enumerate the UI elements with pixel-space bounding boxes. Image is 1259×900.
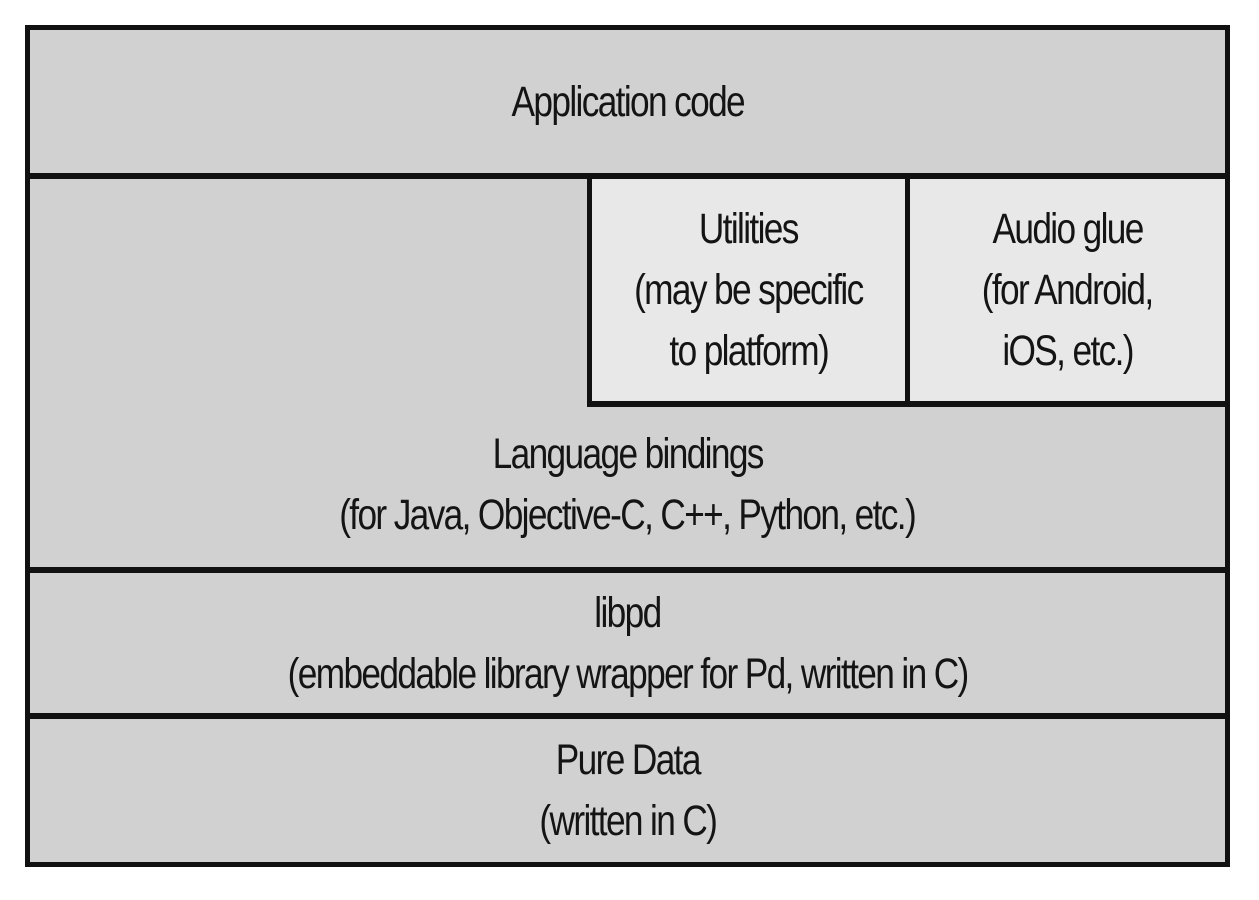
pure-data-layer: Pure Data (written in C) [30,719,1225,862]
utilities-line2: (may be specific [634,266,864,314]
divider-application-bindings [25,173,1230,179]
divider-utilities-audio [905,173,910,407]
audio-glue-title: Audio glue [992,205,1144,253]
pure-data-title: Pure Data [555,735,701,784]
libpd-title: libpd [594,588,662,637]
divider-utilities-left [587,173,592,407]
audio-glue-line2: (for Android, [982,266,1154,314]
audio-glue-box: Audio glue (for Android, iOS, etc.) [910,179,1225,402]
language-bindings-title: Language bindings [492,430,764,478]
application-code-label: Application code [511,77,745,126]
utilities-box: Utilities (may be specific to platform) [592,179,905,402]
utilities-title: Utilities [699,205,800,253]
audio-glue-line3: iOS, etc.) [1002,327,1134,375]
divider-bindings-libpd [25,567,1230,573]
language-bindings-subtitle: (for Java, Objective-C, C++, Python, etc… [339,491,917,539]
divider-libpd-puredata [25,713,1230,719]
libpd-subtitle: (embeddable library wrapper for Pd, writ… [287,649,969,698]
application-code-layer: Application code [30,30,1225,174]
pure-data-subtitle: (written in C) [539,796,718,845]
libpd-layer: libpd (embeddable library wrapper for Pd… [30,573,1225,714]
utilities-line3: to platform) [669,327,829,375]
